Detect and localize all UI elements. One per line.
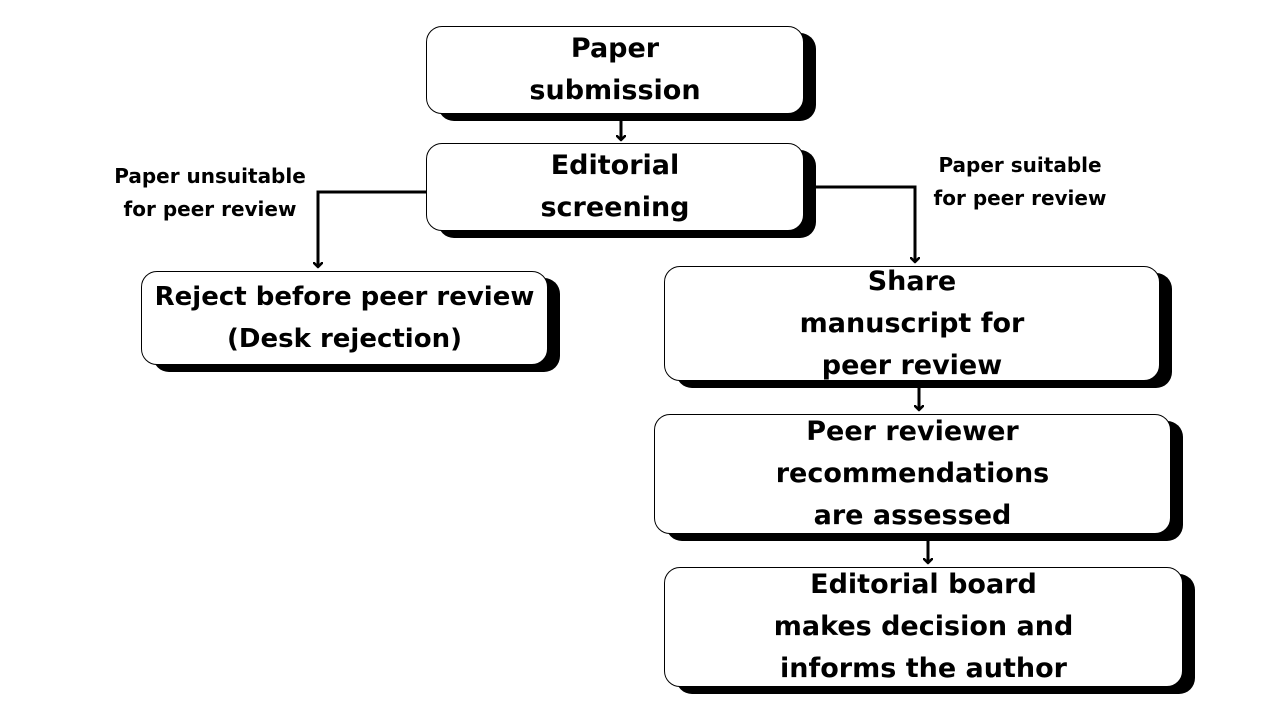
node-paper-submission: Paper submission xyxy=(426,26,804,114)
node-reviewer-recommendations: Peer reviewer recommendations are assess… xyxy=(654,414,1171,534)
node-desk-rejection: Reject before peer review (Desk rejectio… xyxy=(141,271,548,365)
arrow-screening-to-share xyxy=(806,185,915,262)
edge-label-suitable: Paper suitable for peer review xyxy=(933,153,1107,210)
node-editorial-screening: Editorial screening xyxy=(426,143,804,231)
node-share-manuscript: Share manuscript for peer review xyxy=(664,266,1160,381)
node-editorial-decision: Editorial board makes decision and infor… xyxy=(664,567,1183,687)
edge-label-unsuitable: Paper unsuitable for peer review xyxy=(114,164,306,221)
arrow-screening-to-rejection xyxy=(318,190,427,267)
